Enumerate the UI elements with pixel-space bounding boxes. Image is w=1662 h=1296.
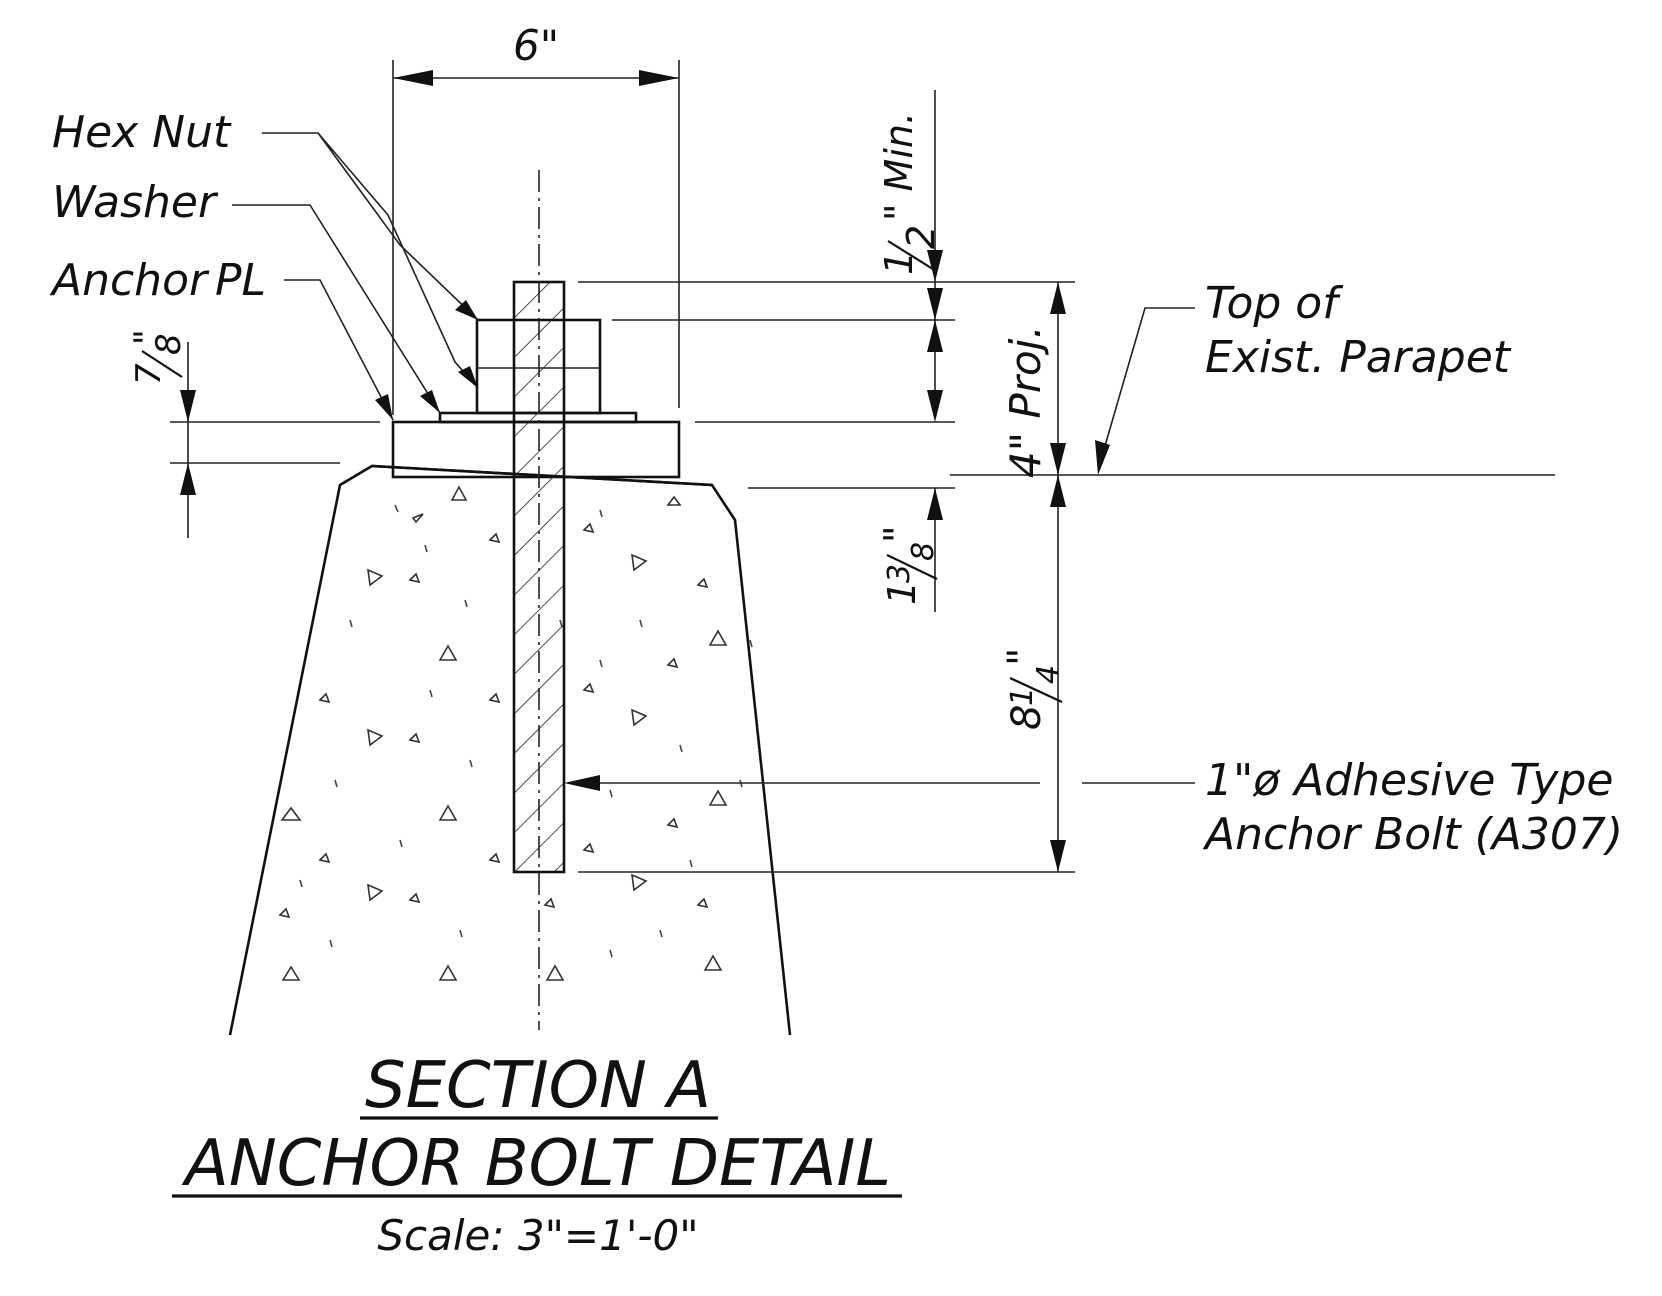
- anchor-bolt: [512, 170, 566, 1030]
- parapet-outline: [228, 464, 792, 1036]
- embed-unit: ": [1000, 648, 1046, 666]
- embed-num: 1: [1005, 687, 1040, 706]
- embed-den: 4: [1031, 665, 1066, 684]
- scale-note: Scale: 3"=1'-0": [377, 1211, 698, 1260]
- washer-callout: Washer: [52, 177, 441, 414]
- embedment-dimension: 8 1 4 ": [1000, 475, 1066, 872]
- plate-thickness-unit: ": [127, 329, 167, 345]
- projection-label: 4" Proj.: [1001, 325, 1050, 478]
- seat-unit: ": [876, 526, 920, 543]
- plate-symbol: PL: [215, 255, 266, 306]
- projection-dimension: 4" Proj.: [1001, 282, 1066, 478]
- plate-width-dimension: 6": [392, 21, 680, 415]
- plate-thickness-den: 8: [149, 333, 189, 355]
- concrete-aggregate-pattern: [278, 485, 753, 981]
- vertical-extension-lines: [578, 281, 1555, 873]
- plate-thickness-dimension: 7 8 ": [127, 329, 380, 538]
- title-block: SECTION A ANCHOR BOLT DETAIL Scale: 3"=1…: [172, 1049, 902, 1260]
- bolt-label-line1: 1"ø Adhesive Type: [1205, 755, 1613, 806]
- min-projection-num: 1: [877, 251, 921, 275]
- anchor-plate-callout: Anchor PL: [49, 255, 394, 421]
- parapet-top-callout: Top of Exist. Parapet: [1095, 278, 1512, 475]
- min-projection-suffix: " Min.: [877, 112, 921, 221]
- hex-nut-arrow: [455, 300, 478, 320]
- parapet-top-label-line2: Exist. Parapet: [1205, 332, 1512, 383]
- seat-whole: 1: [880, 581, 924, 605]
- embed-whole: 8: [1004, 705, 1050, 730]
- seat-dimension: 1 3 8 ": [876, 488, 943, 612]
- seat-num: 3: [882, 564, 917, 583]
- min-projection-dimension: 1 2 " Min.: [877, 90, 943, 422]
- plate-width-label: 6": [513, 21, 559, 70]
- washer-label: Washer: [52, 177, 219, 228]
- bolt-label-line2: Anchor Bolt (A307): [1202, 809, 1623, 860]
- section-title: SECTION A: [365, 1049, 711, 1123]
- min-projection-den: 2: [899, 225, 943, 249]
- hex-nut-label: Hex Nut: [52, 107, 232, 158]
- parapet-top-label-line1: Top of: [1205, 278, 1344, 329]
- detail-title: ANCHOR BOLT DETAIL: [181, 1127, 891, 1201]
- bolt-callout-arrow: [564, 775, 600, 791]
- bolt-callout: 1"ø Adhesive Type Anchor Bolt (A307): [564, 755, 1623, 860]
- seat-den: 8: [906, 542, 941, 561]
- anchor-plate-label: Anchor: [49, 255, 210, 306]
- existing-parapet: [228, 464, 792, 1036]
- hex-nut-callout: Hex Nut: [52, 107, 479, 389]
- plate-thickness-num: 7: [129, 363, 169, 385]
